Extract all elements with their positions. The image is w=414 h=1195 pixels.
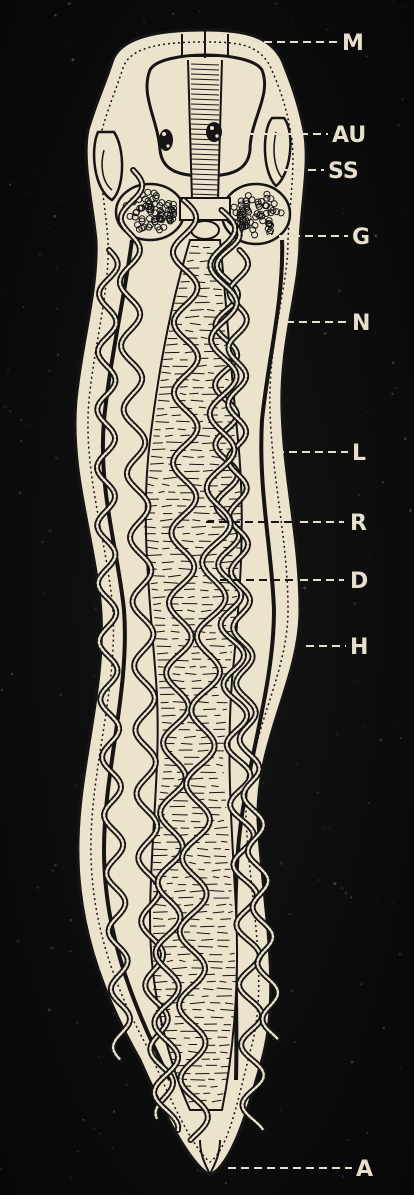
label-N: N — [352, 311, 370, 336]
label-M: M — [342, 31, 364, 56]
label-R: R — [350, 511, 367, 536]
label-L: L — [352, 441, 366, 466]
eye-spot-right — [206, 122, 222, 142]
label-SS: SS — [328, 159, 359, 184]
label-G: G — [352, 225, 370, 250]
label-D: D — [350, 569, 368, 594]
label-AU: AU — [332, 123, 366, 148]
label-A: A — [356, 1157, 373, 1182]
eye-spot-left — [159, 129, 173, 151]
label-H: H — [350, 635, 368, 660]
